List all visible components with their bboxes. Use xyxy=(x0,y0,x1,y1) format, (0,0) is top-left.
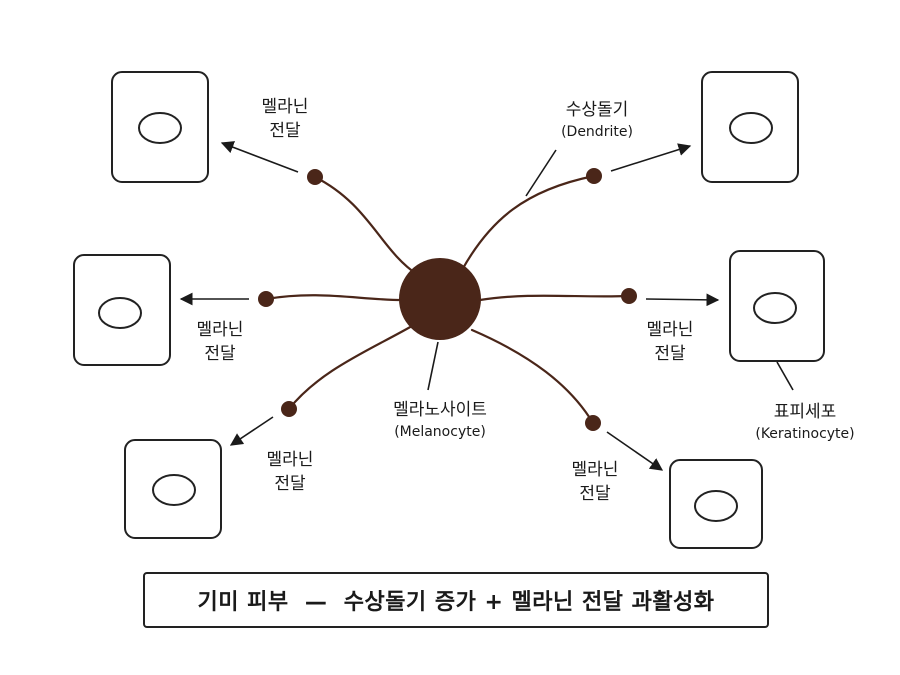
label-transfer-bottom-right: 멜라닌 전달 xyxy=(571,460,619,504)
dendrite-top-right xyxy=(460,174,596,272)
label-transfer-mid-left: 멜라닌 전달 xyxy=(196,320,244,364)
granule-top-left xyxy=(307,169,323,185)
label-keratinocyte: 표피세포 (Keratinocyte) xyxy=(755,402,855,442)
arrow-bottom-left xyxy=(229,416,274,446)
transfer-arrows xyxy=(179,141,720,471)
label-transfer-top-left: 멜라닌 전달 xyxy=(261,97,309,141)
keratinocyte-cell-bottom-right xyxy=(669,459,763,549)
nucleus xyxy=(694,490,738,522)
granule-mid-left xyxy=(258,291,274,307)
leader-melanocyte xyxy=(427,341,439,391)
nucleus xyxy=(729,112,773,144)
nucleus xyxy=(753,292,797,324)
label-transfer-bottom-left: 멜라닌 전달 xyxy=(266,450,314,494)
keratinocyte-cell-mid-right xyxy=(729,250,825,362)
keratinocyte-cell-bottom-left xyxy=(124,439,222,539)
nucleus xyxy=(152,474,196,506)
caption-text: 기미 피부 — 수상돌기 증가 + 멜라닌 전달 과활성화 xyxy=(197,590,715,615)
dendrites xyxy=(264,174,630,425)
label-dendrite: 수상돌기 (Dendrite) xyxy=(561,100,633,140)
nucleus xyxy=(138,112,182,144)
label-melanocyte: 멜라노사이트 (Melanocyte) xyxy=(393,400,487,440)
leader-keratinocyte xyxy=(776,361,794,391)
dendrite-bottom-left xyxy=(287,324,414,411)
keratinocyte-cell-mid-left xyxy=(73,254,171,366)
dendrite-mid-right xyxy=(478,294,630,302)
arrow-mid-right xyxy=(645,293,720,307)
dendrite-mid-left xyxy=(264,294,404,302)
keratinocyte-cell-top-right xyxy=(701,71,799,183)
granule-mid-right xyxy=(621,288,637,304)
granule-bottom-left xyxy=(281,401,297,417)
arrow-bottom-right xyxy=(606,431,664,471)
melanocyte-body xyxy=(399,258,481,340)
dendrite-top-left xyxy=(313,175,420,277)
melanin-granules xyxy=(258,168,637,431)
nucleus xyxy=(98,297,142,329)
leader-dendrite xyxy=(525,149,557,197)
keratinocyte-cell-top-left xyxy=(111,71,209,183)
label-transfer-mid-right: 멜라닌 전달 xyxy=(646,320,694,364)
leader-lines xyxy=(427,149,794,391)
arrow-top-right xyxy=(610,143,692,172)
granule-top-right xyxy=(586,168,602,184)
arrow-top-left xyxy=(220,141,299,173)
granule-bottom-right xyxy=(585,415,601,431)
caption-box: 기미 피부 — 수상돌기 증가 + 멜라닌 전달 과활성화 xyxy=(143,572,769,628)
dendrite-bottom-right xyxy=(470,328,595,425)
